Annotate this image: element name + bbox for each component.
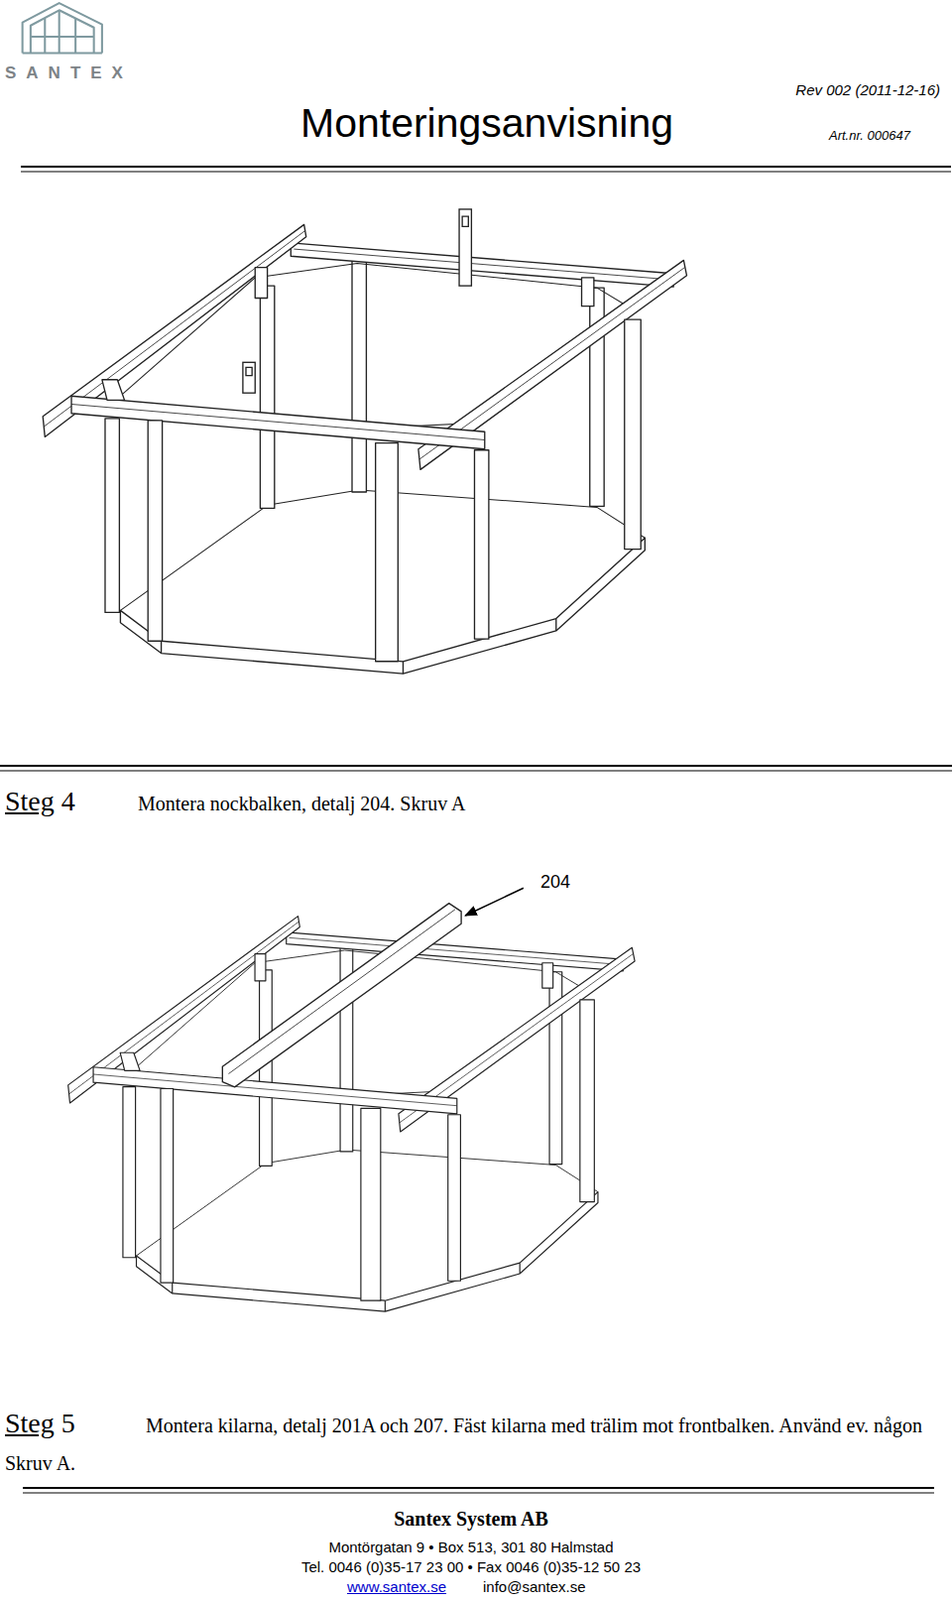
- article-number-holder: Art.nr. 000647: [829, 125, 911, 144]
- company-name-holder: Santex System AB: [0, 1506, 943, 1531]
- logo-text-holder: SANTEX: [4, 63, 133, 84]
- step-paragraph: Steg5Montera kilarna, detalj 201A och 20…: [4, 1405, 946, 1483]
- email: info@santex.se: [482, 1577, 587, 1595]
- address: Montörgatan 9 • Box 513, 301 80 Halmstad: [328, 1538, 613, 1555]
- step-word: Steg: [4, 785, 55, 817]
- document-title: Monteringsanvisning: [300, 100, 674, 146]
- step-number: 4: [61, 785, 76, 817]
- step-text: Montera kilarna, detalj 201A och 207. Fä…: [4, 1414, 923, 1474]
- step-number: 5: [61, 1407, 76, 1438]
- step-text-holder: Montera nockbalken, detalj 204. Skruv A: [137, 791, 467, 816]
- logo-text: SANTEX: [4, 63, 133, 83]
- callout-number: 204: [540, 871, 571, 892]
- step-paragraph: Steg4: [4, 783, 134, 824]
- address-holder: Montörgatan 9 • Box 513, 301 80 Halmstad: [0, 1538, 943, 1556]
- step-word: Steg: [4, 1407, 55, 1438]
- phone-fax-holder: Tel. 0046 (0)35-17 23 00 • Fax 0046 (0)3…: [0, 1557, 943, 1576]
- email-holder: info@santex.se: [482, 1577, 587, 1596]
- callout-number-holder: 204: [540, 871, 571, 894]
- article-number: Art.nr. 000647: [829, 127, 911, 143]
- step-text: Montera nockbalken, detalj 204. Skruv A: [137, 792, 467, 815]
- document-title-holder: Monteringsanvisning: [300, 99, 674, 148]
- revision-holder: Rev 002 (2011-12-16): [795, 81, 941, 100]
- web-link: www.santex.se: [347, 1577, 447, 1595]
- company-name: Santex System AB: [393, 1507, 549, 1530]
- web-link-holder: www.santex.se: [347, 1577, 447, 1596]
- revision: Rev 002 (2011-12-16): [795, 81, 941, 99]
- phone-fax: Tel. 0046 (0)35-17 23 00 • Fax 0046 (0)3…: [301, 1557, 641, 1575]
